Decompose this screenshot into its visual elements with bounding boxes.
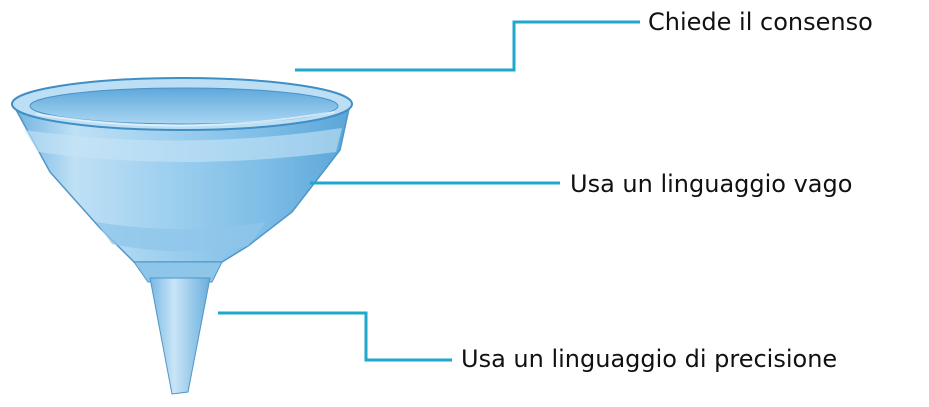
label-middle: Usa un linguaggio vago [570, 170, 853, 198]
funnel-opening [29, 87, 339, 125]
leader-line-top [295, 20, 640, 72]
leader-lines [218, 20, 640, 362]
funnel-rim-highlight [35, 111, 335, 127]
leader-line-bottom [218, 311, 452, 362]
funnel-upper-band [24, 128, 342, 162]
label-top: Chiede il consenso [648, 8, 873, 36]
funnel-illustration [11, 77, 353, 395]
label-bottom: Usa un linguaggio di precisione [461, 345, 838, 373]
funnel-spout [149, 277, 211, 395]
funnel-band [96, 222, 266, 252]
funnel-neck [133, 261, 223, 283]
